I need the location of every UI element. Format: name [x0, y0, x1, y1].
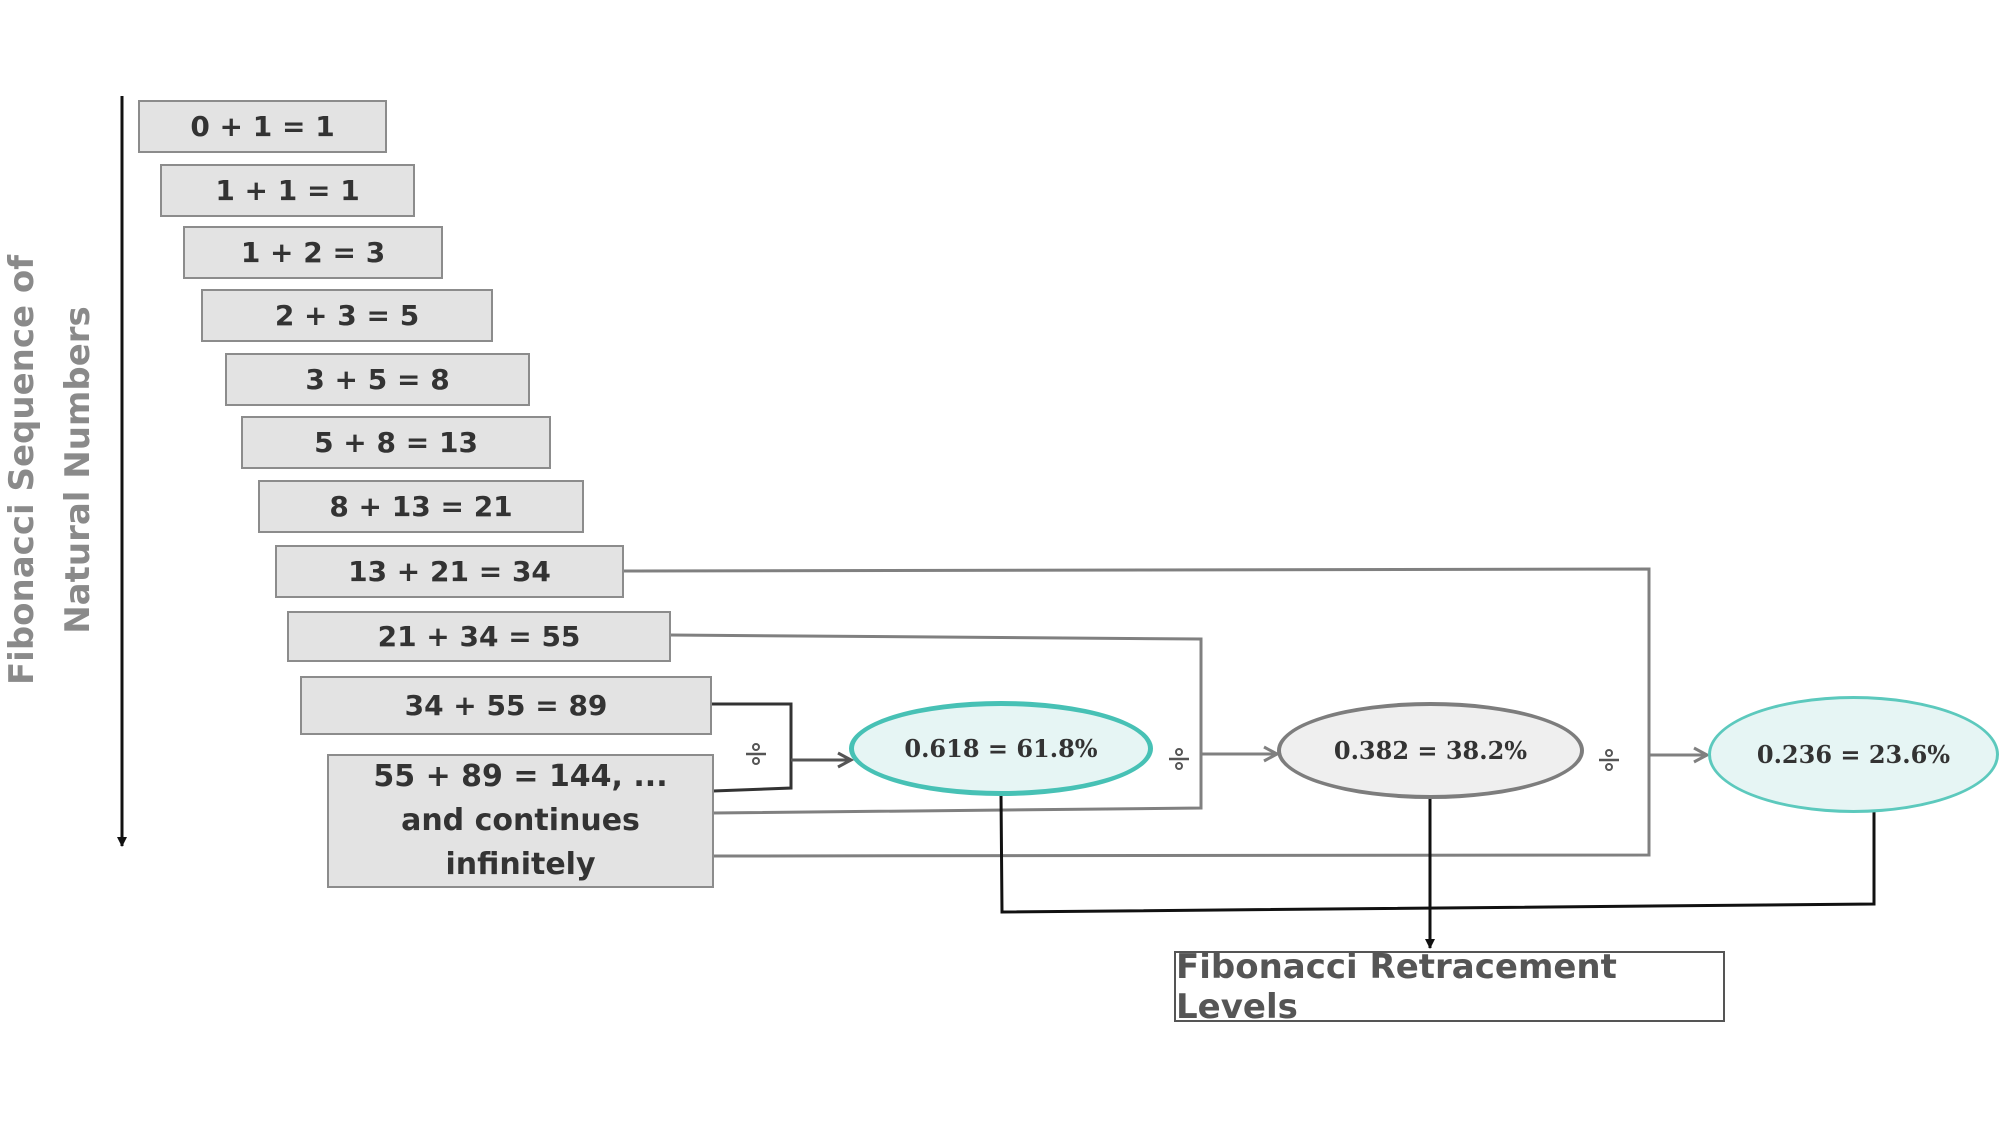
bracket-to-236 — [622, 567, 1651, 858]
sequence-step-3: 1 + 2 = 3 — [183, 226, 443, 279]
divide-icon — [1169, 748, 1189, 770]
sequence-step-5: 3 + 5 = 8 — [225, 353, 530, 406]
ratio-236-ellipse: 0.236 = 23.6% — [1708, 696, 1999, 813]
sequence-step-6: 5 + 8 = 13 — [241, 416, 551, 469]
retracement-levels-box: Fibonacci Retracement Levels — [1174, 947, 1725, 1027]
bracket-to-618 — [711, 702, 793, 793]
sequence-step-final: 55 + 89 = 144, ... and continues infinit… — [327, 754, 714, 888]
sequence-step-4: 2 + 3 = 5 — [201, 289, 493, 342]
line-618-to-result — [999, 793, 1876, 914]
vertical-title: Fibonacci Sequence of Natural Numbers — [2, 254, 98, 686]
sequence-step-7: 8 + 13 = 21 — [258, 480, 584, 533]
sequence-step-8: 13 + 21 = 34 — [275, 545, 624, 598]
sequence-step-9: 21 + 34 = 55 — [287, 611, 671, 662]
ratio-382-ellipse: 0.382 = 38.2% — [1277, 702, 1584, 799]
ratio-618-ellipse: 0.618 = 61.8% — [849, 701, 1153, 796]
sequence-step-10: 34 + 55 = 89 — [300, 676, 712, 735]
sequence-step-1: 0 + 1 = 1 — [138, 100, 387, 153]
sequence-step-2: 1 + 1 = 1 — [160, 164, 415, 217]
divide-icon — [1599, 749, 1619, 771]
bracket-to-382 — [669, 633, 1203, 815]
divide-icon — [746, 743, 766, 765]
